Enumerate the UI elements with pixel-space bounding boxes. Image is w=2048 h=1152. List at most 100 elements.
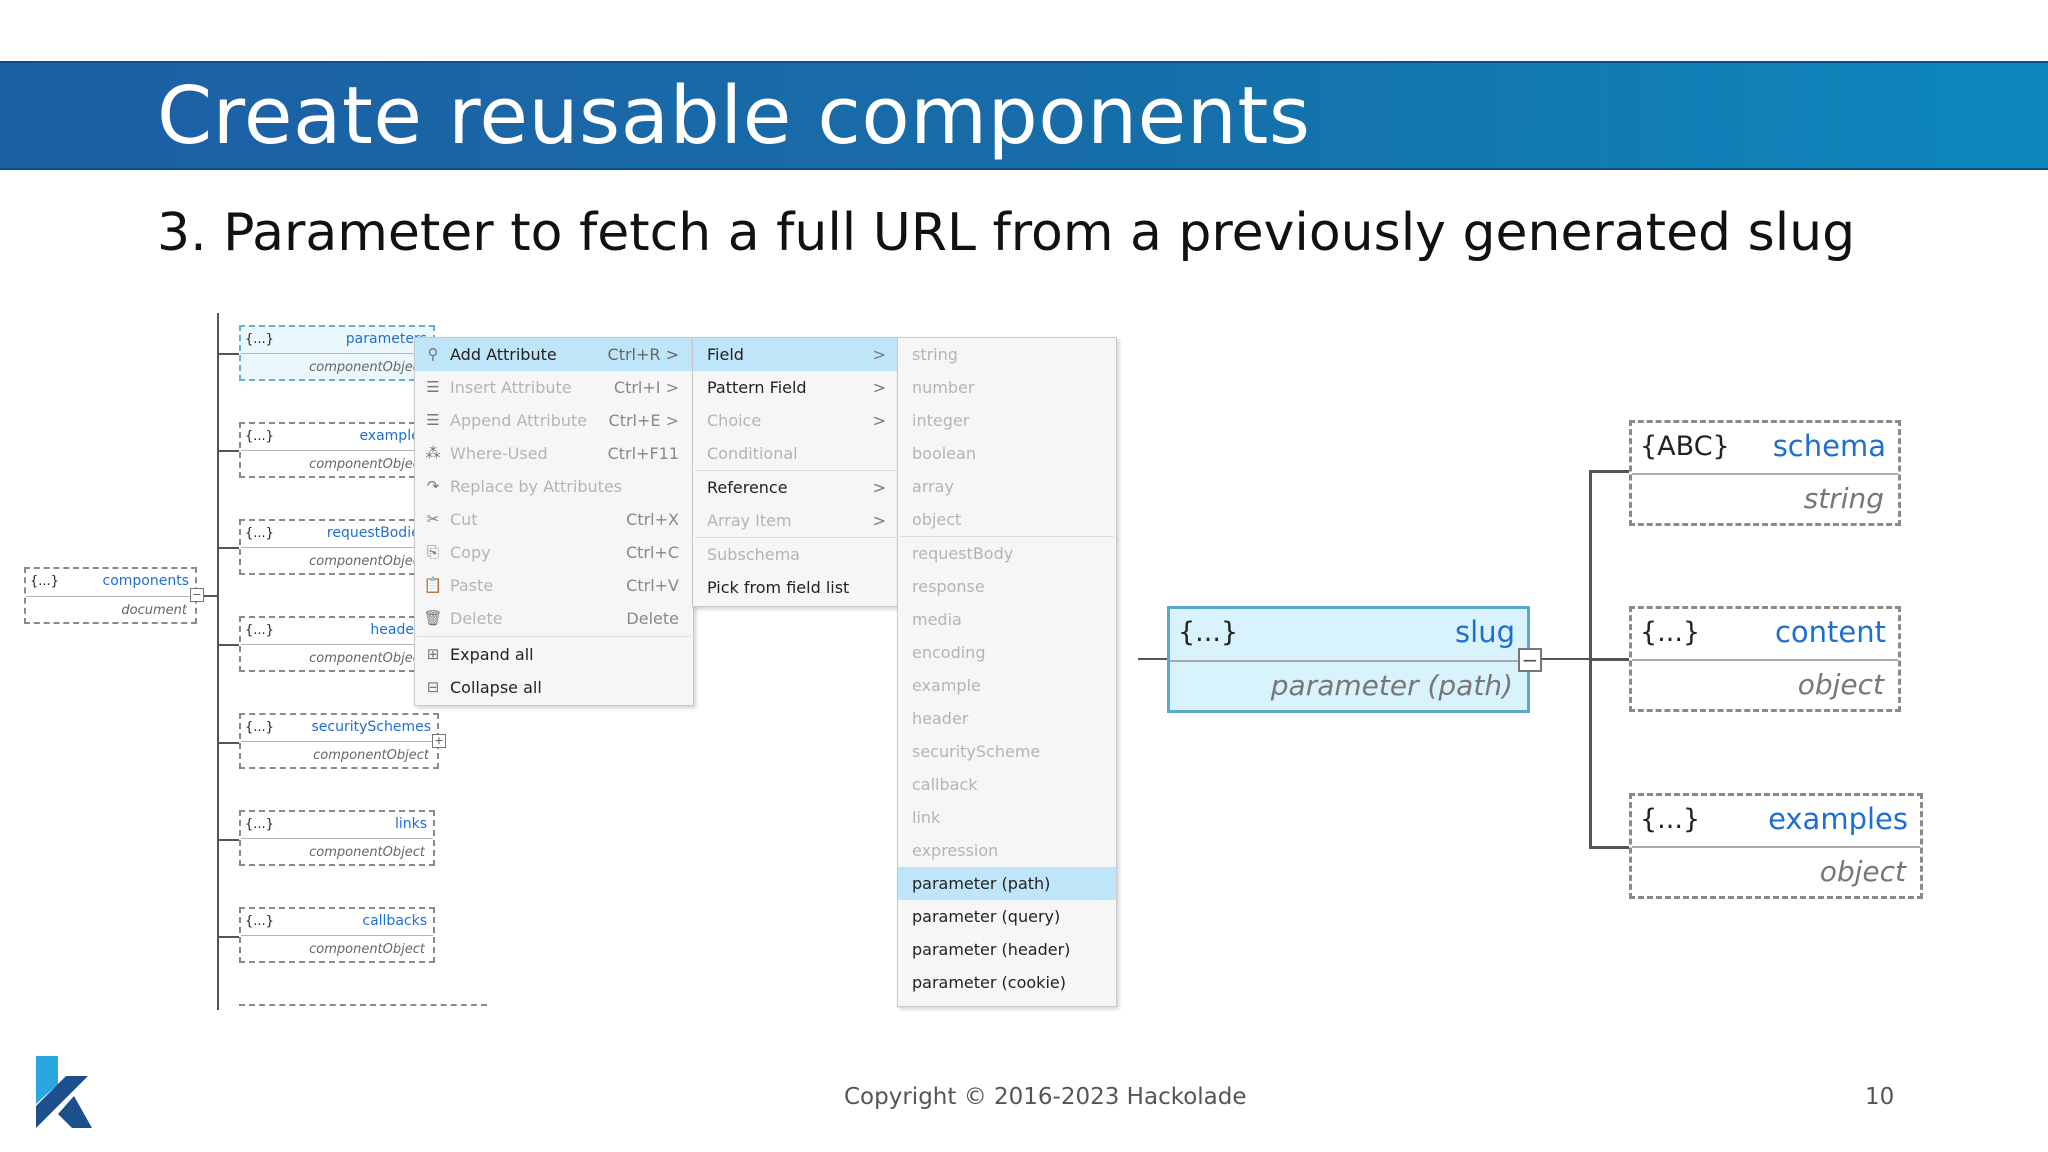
type-item-response[interactable]: response (898, 570, 1116, 603)
node-type: componentObject (309, 457, 425, 472)
type-item-integer[interactable]: integer (898, 404, 1116, 437)
menu-item-collapse-all[interactable]: ⊟ Collapse all (415, 671, 693, 704)
type-item-object[interactable]: object (898, 503, 1116, 536)
chevron-right-icon: > (872, 345, 886, 364)
menu-item-copy[interactable]: ⎘ Copy Ctrl+C (415, 536, 693, 569)
menu-item-replace-by-attributes[interactable]: ↷ Replace by Attributes (415, 470, 693, 503)
type-item-expression[interactable]: expression (898, 834, 1116, 867)
node-name: examples (1768, 802, 1908, 836)
menu-item-label: integer (912, 411, 970, 430)
menu-item-append-attribute[interactable]: ☰ Append Attribute Ctrl+E > (415, 404, 693, 437)
chevron-right-icon: > (872, 511, 886, 530)
menu-item-shortcut: Ctrl+F11 (607, 444, 679, 463)
menu-item-label: Paste (450, 576, 494, 595)
menu-item-label: Add Attribute (450, 345, 557, 364)
object-brace-icon: {...} (245, 623, 274, 638)
menu-item-add-attribute[interactable]: ⚲ Add Attribute Ctrl+R > (415, 338, 693, 371)
menu-separator (695, 470, 896, 471)
node-name: links (394, 816, 427, 832)
menu-item-label: Append Attribute (450, 411, 588, 430)
tree-node-links[interactable]: {...} links componentObject (239, 810, 435, 866)
submenu-item-pattern-field[interactable]: Pattern Field > (693, 371, 898, 404)
submenu-item-array-item[interactable]: Array Item > (693, 504, 898, 537)
diagram-node-schema[interactable]: {ABC} schema string (1629, 420, 1901, 526)
node-type: componentObject (309, 360, 425, 375)
node-header (1632, 609, 1898, 661)
collapse-toggle-icon[interactable]: − (1518, 648, 1542, 672)
tree-node-securityschemes[interactable]: {...} securitySchemes componentObject (239, 713, 439, 769)
tree-node-components[interactable]: {...} components document (24, 567, 197, 624)
cut-icon: ✂ (426, 510, 440, 528)
type-item-securityscheme[interactable]: securityScheme (898, 735, 1116, 768)
type-item-example[interactable]: example (898, 669, 1116, 702)
menu-item-label: Cut (450, 510, 478, 529)
menu-item-label: link (912, 808, 941, 827)
menu-item-insert-attribute[interactable]: ☰ Insert Attribute Ctrl+I > (415, 371, 693, 404)
node-name: requestBodies (326, 525, 427, 541)
submenu-item-conditional[interactable]: Conditional (693, 437, 898, 470)
menu-item-shortcut: Ctrl+C (625, 543, 679, 562)
menu-item-expand-all[interactable]: ⊞ Expand all (415, 638, 693, 671)
menu-item-label: media (912, 610, 962, 629)
node-name: parameters (345, 331, 427, 347)
tree-node-parameters[interactable]: {...} parameters componentObject (239, 325, 435, 381)
insert-attribute-icon: ☰ (426, 378, 440, 396)
object-brace-icon: {...} (245, 429, 274, 444)
diagram-node-slug[interactable]: {...} slug parameter (path) (1167, 606, 1530, 713)
type-item-link[interactable]: link (898, 801, 1116, 834)
branch-connector (217, 353, 239, 355)
type-item-string[interactable]: string (898, 338, 1116, 371)
type-item-parameter-cookie[interactable]: parameter (cookie) (898, 966, 1116, 999)
menu-item-label: Subschema (707, 545, 800, 564)
type-item-header[interactable]: header (898, 702, 1116, 735)
diagram-node-content[interactable]: {...} content object (1629, 606, 1901, 712)
type-item-parameter-header[interactable]: parameter (header) (898, 933, 1116, 966)
menu-item-label: number (912, 378, 975, 397)
node-type: object (1797, 668, 1884, 701)
type-item-encoding[interactable]: encoding (898, 636, 1116, 669)
menu-item-label: Insert Attribute (450, 378, 572, 397)
collapse-toggle-icon[interactable]: − (190, 588, 204, 602)
type-item-parameter-query[interactable]: parameter (query) (898, 900, 1116, 933)
menu-item-paste[interactable]: 📋 Paste Ctrl+V (415, 569, 693, 602)
type-item-number[interactable]: number (898, 371, 1116, 404)
type-item-array[interactable]: array (898, 470, 1116, 503)
type-item-callback[interactable]: callback (898, 768, 1116, 801)
branch-connector (1589, 846, 1629, 849)
node-header (241, 715, 437, 742)
submenu-item-field[interactable]: Field > (693, 338, 898, 371)
expand-toggle-icon[interactable]: + (432, 734, 446, 748)
type-item-boolean[interactable]: boolean (898, 437, 1116, 470)
menu-item-label: boolean (912, 444, 976, 463)
tree-node-examples[interactable]: {...} examples componentObject (239, 422, 435, 478)
object-brace-icon: {...} (1640, 804, 1701, 835)
diagram-node-examples[interactable]: {...} examples object (1629, 793, 1923, 899)
submenu-item-subschema[interactable]: Subschema (693, 538, 898, 571)
tree-node-callbacks[interactable]: {...} callbacks componentObject (239, 907, 435, 963)
expand-all-icon: ⊞ (426, 645, 440, 663)
node-name: components (102, 573, 190, 589)
menu-item-shortcut: Ctrl+V (626, 576, 679, 595)
node-header (241, 521, 433, 548)
menu-item-where-used[interactable]: ⁂ Where-Used Ctrl+F11 (415, 437, 693, 470)
menu-item-cut[interactable]: ✂ Cut Ctrl+X (415, 503, 693, 536)
branch-connector (217, 644, 239, 646)
menu-item-shortcut: Ctrl+X (626, 510, 679, 529)
chevron-right-icon: > (872, 411, 886, 430)
tree-node-headers[interactable]: {...} headers componentObject (239, 616, 435, 672)
type-item-requestbody[interactable]: requestBody (898, 537, 1116, 570)
node-name: slug (1455, 615, 1515, 649)
node-type: componentObject (309, 554, 425, 569)
type-item-parameter-path[interactable]: parameter (path) (898, 867, 1116, 900)
type-item-media[interactable]: media (898, 603, 1116, 636)
tree-node-requestbodies[interactable]: {...} requestBodies componentObject (239, 519, 435, 575)
submenu-item-reference[interactable]: Reference > (693, 471, 898, 504)
menu-item-label: Conditional (707, 444, 798, 463)
menu-item-delete[interactable]: 🗑 Delete Delete (415, 602, 693, 635)
submenu-item-pick-from-field-list[interactable]: Pick from field list (693, 571, 898, 604)
node-name: schema (1772, 429, 1886, 463)
where-used-icon: ⁂ (425, 444, 441, 462)
branch-connector (1589, 658, 1629, 661)
submenu-item-choice[interactable]: Choice > (693, 404, 898, 437)
menu-item-label: header (912, 709, 969, 728)
